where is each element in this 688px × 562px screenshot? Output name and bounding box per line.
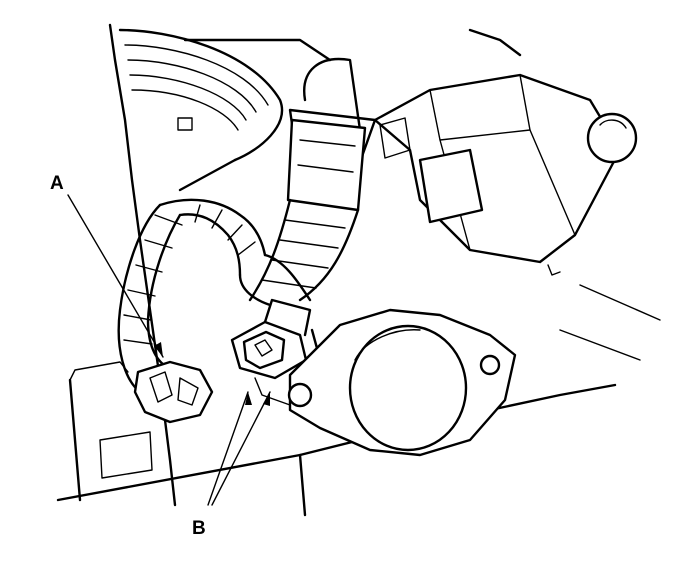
arrowhead-b2	[263, 392, 270, 406]
control-module	[373, 73, 638, 276]
coolant-hose	[248, 57, 377, 302]
arrowhead-b1	[245, 392, 252, 405]
leader-line-b2	[211, 391, 271, 506]
callout-label-a: A	[50, 173, 64, 194]
callout-label-b: B	[192, 518, 206, 539]
throttle-flange	[287, 308, 517, 457]
engine-housing	[56, 23, 661, 517]
leader-line-b1	[207, 391, 249, 506]
arrowhead-a	[154, 342, 163, 357]
wire-harness	[117, 198, 312, 394]
sensor-b	[230, 298, 320, 406]
intake-hose	[118, 28, 284, 192]
sensor-connector-a	[133, 360, 214, 424]
callout-leaders	[67, 194, 271, 506]
leader-line-a	[67, 194, 164, 358]
